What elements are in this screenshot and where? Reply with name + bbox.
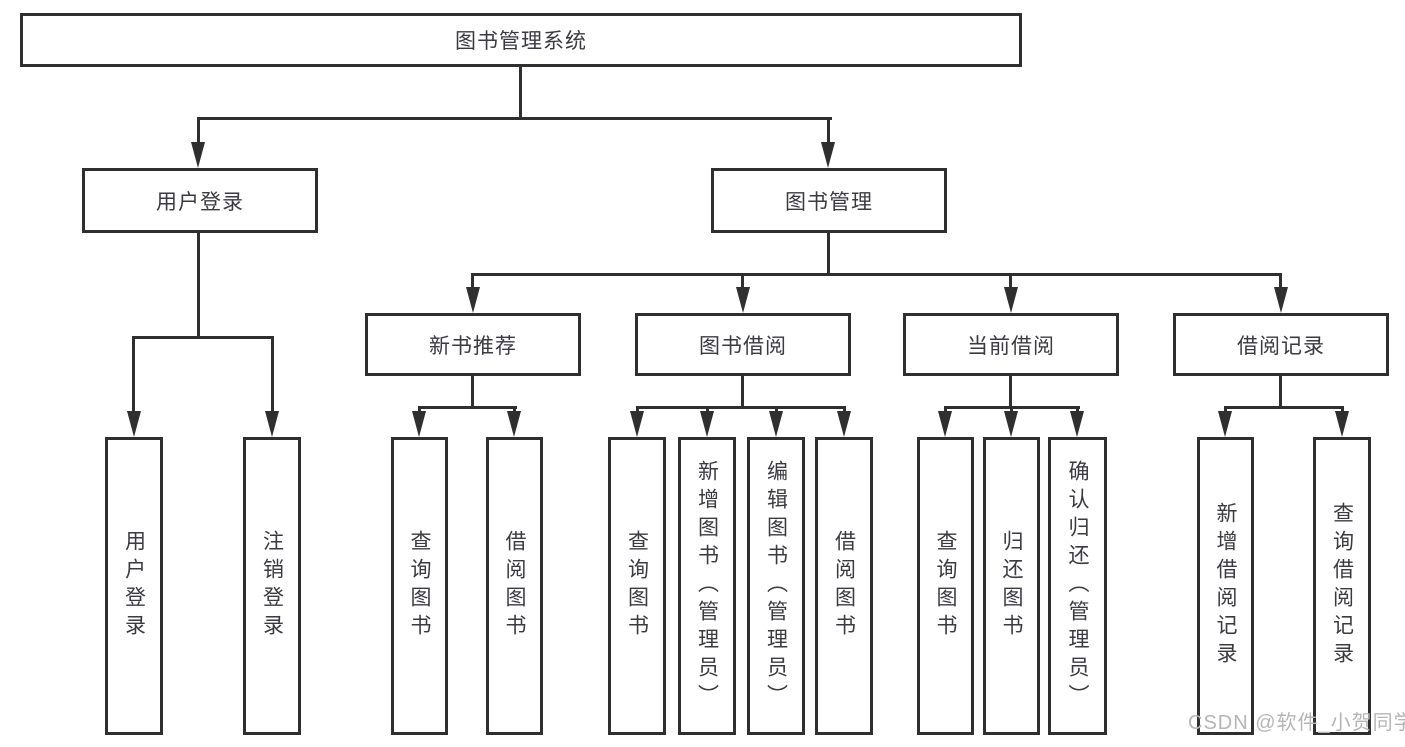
connector-drop-cb-query bbox=[944, 406, 947, 414]
connector-drop-new-book-rec bbox=[471, 273, 474, 290]
node-book-mgmt: 图书管理 bbox=[711, 168, 947, 233]
leaf-cb-query-books: 查询图书 bbox=[917, 437, 974, 735]
leaf-user-login: 用户登录 bbox=[105, 437, 163, 735]
node-root-label: 图书管理系统 bbox=[455, 30, 587, 53]
leaf-cb-return-books-label: 归还图书 bbox=[1000, 530, 1023, 642]
leaf-br-add-record: 新增借阅记录 bbox=[1197, 437, 1254, 735]
arrow-down-icon bbox=[191, 142, 205, 168]
node-book-mgmt-label: 图书管理 bbox=[785, 190, 873, 214]
connector-drop-book-borrow bbox=[741, 273, 744, 290]
connector-level1-branch bbox=[198, 117, 832, 120]
leaf-bb-add-books-label: 新增图书（管理员） bbox=[695, 460, 719, 712]
leaf-rec-borrow-books: 借阅图书 bbox=[486, 437, 543, 735]
leaf-logout: 注销登录 bbox=[243, 437, 301, 735]
connector-drop-current-borrow bbox=[1009, 273, 1012, 290]
connector-bb-branch bbox=[636, 406, 846, 409]
arrow-down-icon bbox=[1335, 411, 1349, 437]
connector-br-branch bbox=[1224, 406, 1344, 409]
connector-br-stem bbox=[1279, 376, 1282, 406]
leaf-rec-borrow-books-label: 借阅图书 bbox=[503, 530, 526, 642]
connector-level3-branch bbox=[471, 273, 1282, 276]
arrow-down-icon bbox=[1274, 287, 1288, 313]
leaf-bb-borrow-books-label: 借阅图书 bbox=[832, 530, 856, 642]
arrow-down-icon bbox=[938, 411, 952, 437]
connector-drop-bb-query bbox=[636, 406, 639, 414]
arrow-down-icon bbox=[1070, 411, 1084, 437]
connector-drop-borrow-records bbox=[1279, 273, 1282, 290]
connector-rec-branch bbox=[418, 406, 517, 409]
leaf-br-add-record-label: 新增借阅记录 bbox=[1214, 502, 1237, 670]
leaf-cb-return-books: 归还图书 bbox=[983, 437, 1040, 735]
leaf-rec-query-books: 查询图书 bbox=[391, 437, 448, 735]
connector-drop-cb-confirm bbox=[1076, 406, 1079, 414]
arrow-down-icon bbox=[127, 411, 141, 437]
node-book-borrow: 图书借阅 bbox=[635, 313, 851, 376]
connector-rec-stem bbox=[471, 376, 474, 406]
leaf-user-login-label: 用户登录 bbox=[122, 530, 146, 642]
leaf-logout-label: 注销登录 bbox=[260, 530, 284, 642]
arrow-down-icon bbox=[1004, 411, 1018, 437]
arrow-down-icon bbox=[1218, 411, 1232, 437]
node-current-borrow-label: 当前借阅 bbox=[967, 334, 1055, 358]
leaf-cb-query-books-label: 查询图书 bbox=[934, 530, 957, 642]
connector-drop-leaf-login bbox=[132, 336, 135, 414]
watermark: CSDN @软件_小贺同学 bbox=[1188, 712, 1405, 734]
connector-drop-br-query bbox=[1341, 406, 1344, 414]
connector-drop-leaf-logout bbox=[271, 336, 274, 414]
arrow-down-icon bbox=[821, 142, 835, 168]
connector-drop-bb-edit bbox=[775, 406, 778, 414]
leaf-br-query-record: 查询借阅记录 bbox=[1313, 437, 1371, 735]
leaf-bb-add-books: 新增图书（管理员） bbox=[678, 437, 736, 735]
node-user-login-label: 用户登录 bbox=[156, 190, 244, 214]
leaf-br-query-record-label: 查询借阅记录 bbox=[1330, 502, 1354, 670]
connector-drop-cb-return bbox=[1010, 406, 1013, 414]
connector-drop-user-login bbox=[197, 117, 200, 145]
arrow-down-icon bbox=[736, 287, 750, 313]
arrow-down-icon bbox=[837, 411, 851, 437]
connector-cb-stem bbox=[1009, 376, 1012, 406]
node-new-book-rec-label: 新书推荐 bbox=[429, 334, 517, 358]
connector-drop-book-mgmt bbox=[827, 117, 830, 145]
arrow-down-icon bbox=[1004, 287, 1018, 313]
connector-user-branch bbox=[133, 336, 274, 339]
arrow-down-icon bbox=[412, 411, 426, 437]
arrow-down-icon bbox=[507, 411, 521, 437]
node-borrow-records-label: 借阅记录 bbox=[1237, 334, 1325, 358]
leaf-bb-query-books: 查询图书 bbox=[608, 437, 666, 735]
node-new-book-rec: 新书推荐 bbox=[365, 313, 581, 376]
connector-book-mgmt-stem bbox=[827, 233, 830, 273]
node-current-borrow: 当前借阅 bbox=[903, 313, 1119, 376]
leaf-bb-edit-books-label: 编辑图书（管理员） bbox=[764, 460, 788, 712]
connector-drop-br-add bbox=[1224, 406, 1227, 414]
node-borrow-records: 借阅记录 bbox=[1173, 313, 1389, 376]
connector-root-stem bbox=[519, 67, 522, 117]
connector-bb-stem bbox=[741, 376, 744, 406]
arrow-down-icon bbox=[700, 411, 714, 437]
connector-drop-rec-borrow bbox=[513, 406, 516, 414]
arrow-down-icon bbox=[265, 411, 279, 437]
leaf-bb-borrow-books: 借阅图书 bbox=[815, 437, 873, 735]
node-user-login: 用户登录 bbox=[82, 168, 318, 233]
leaf-bb-query-books-label: 查询图书 bbox=[625, 530, 649, 642]
node-root: 图书管理系统 bbox=[20, 13, 1022, 67]
arrow-down-icon bbox=[466, 287, 480, 313]
node-book-borrow-label: 图书借阅 bbox=[699, 334, 787, 358]
connector-drop-bb-borrow bbox=[843, 406, 846, 414]
leaf-cb-confirm-return-label: 确认归还（管理员） bbox=[1066, 460, 1089, 712]
arrow-down-icon bbox=[630, 411, 644, 437]
connector-drop-rec-query bbox=[418, 406, 421, 414]
connector-user-login-stem bbox=[197, 233, 200, 336]
leaf-bb-edit-books: 编辑图书（管理员） bbox=[747, 437, 805, 735]
connector-drop-bb-add bbox=[706, 406, 709, 414]
leaf-cb-confirm-return: 确认归还（管理员） bbox=[1048, 437, 1107, 735]
arrow-down-icon bbox=[769, 411, 783, 437]
leaf-rec-query-books-label: 查询图书 bbox=[408, 530, 431, 642]
